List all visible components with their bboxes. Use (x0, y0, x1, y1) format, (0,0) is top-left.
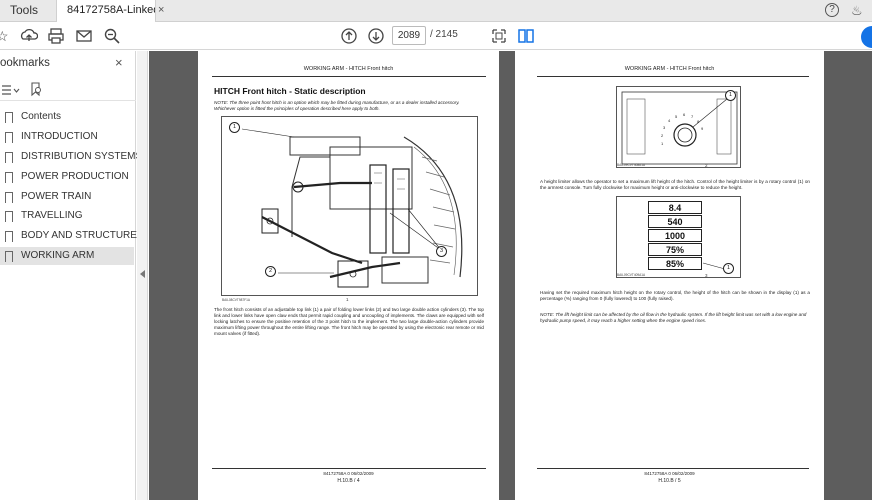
bookmark-power-train[interactable]: POWER TRAIN (0, 188, 134, 206)
figure-id: BAIL08CVT987F1A (222, 298, 250, 302)
share-button[interactable] (861, 26, 872, 48)
bookmark-options-icon[interactable] (0, 83, 22, 97)
callout-1: 1 (725, 90, 736, 101)
display-value-3: 1000 (648, 229, 702, 242)
footer-code: 84172758A 0 06/02/2009 (644, 471, 695, 476)
header-rule (537, 76, 809, 77)
svg-text:8: 8 (697, 119, 700, 124)
footer-page: H.10.B / 4 (337, 478, 360, 484)
fit-page-icon[interactable] (490, 27, 508, 45)
figure-id: BAIL09CVT409A1A (617, 273, 646, 277)
display-value-1: 8.4 (648, 201, 702, 214)
display-value-2: 540 (648, 215, 702, 228)
section-title: HITCH Front hitch - Static description (214, 86, 366, 96)
bookmarks-toolbar (0, 79, 136, 101)
zoom-search-icon[interactable] (103, 27, 121, 45)
bookmarks-title: ookmarks (0, 57, 50, 69)
body-paragraph-2: Having set the required maximum hitch he… (540, 290, 810, 301)
header-rule (212, 76, 486, 77)
bookmark-contents[interactable]: Contents (0, 108, 134, 126)
document-viewport[interactable]: WORKING ARM - HITCH Front hitch HITCH Fr… (149, 51, 872, 500)
figure-number: 2 (705, 163, 708, 168)
email-icon[interactable] (75, 27, 93, 45)
bookmark-icon (5, 251, 13, 262)
bookmark-icon (5, 172, 13, 183)
collapse-panel-icon[interactable] (140, 270, 145, 278)
upload-icon[interactable] (20, 27, 38, 45)
callout-2: 2 (265, 266, 276, 277)
display-leader (702, 262, 726, 270)
footer-rule (537, 468, 809, 469)
figure-number: 3 (705, 273, 708, 278)
svg-text:4: 4 (668, 118, 671, 123)
bookmark-icon (5, 112, 13, 123)
svg-text:5: 5 (675, 114, 678, 119)
find-bookmark-icon[interactable] (28, 81, 44, 97)
svg-text:7: 7 (691, 114, 694, 119)
svg-text:9: 9 (701, 126, 704, 131)
two-page-view-icon[interactable] (517, 27, 535, 45)
bookmark-power-production[interactable]: POWER PRODUCTION (0, 168, 134, 186)
next-page-icon[interactable] (367, 27, 385, 45)
callout-1: 1 (229, 122, 240, 133)
tab-bar: Tools 84172758A-Linked ... × ? ♨ (0, 0, 872, 22)
footer-page: H.10.B / 5 (658, 478, 681, 484)
height-display-figure: 8.4 540 1000 75% 85% 1 (616, 196, 741, 278)
notification-bell-icon[interactable]: ♨ (851, 3, 863, 18)
previous-page-icon[interactable] (340, 27, 358, 45)
page-number-input[interactable]: 2089 (392, 26, 426, 45)
svg-text:2: 2 (661, 133, 664, 138)
bookmark-introduction[interactable]: INTRODUCTION (0, 128, 134, 146)
page-left: WORKING ARM - HITCH Front hitch HITCH Fr… (198, 51, 499, 500)
figure-id: BAIL09CVT408A1A (617, 163, 646, 167)
print-icon[interactable] (47, 27, 65, 45)
callout-3: 3 (436, 246, 447, 257)
display-value-5: 85% (648, 257, 702, 270)
front-hitch-figure: 1 2 3 (221, 116, 478, 296)
bookmark-travelling[interactable]: TRAVELLING (0, 207, 134, 225)
front-hitch-drawing (241, 128, 463, 288)
bookmarks-panel: ookmarks × Contents INTRODUCTION DISTRIB… (0, 51, 142, 500)
bookmark-body-and-structure[interactable]: BODY AND STRUCTURE (0, 227, 137, 245)
display-value-4: 75% (648, 243, 702, 256)
page-header: WORKING ARM - HITCH Front hitch (303, 66, 394, 72)
footer-rule (212, 468, 486, 469)
help-icon[interactable]: ? (825, 3, 839, 17)
page-total: / 2145 (430, 29, 458, 40)
tab-close-icon[interactable]: × (158, 4, 165, 16)
svg-text:6: 6 (683, 112, 686, 117)
toolbar (0, 22, 872, 50)
callout-1: 1 (723, 263, 734, 274)
bookmark-distribution-systems[interactable]: DISTRIBUTION SYSTEMS (0, 148, 142, 166)
figure-number: 1 (346, 297, 349, 302)
bookmark-icon (5, 211, 13, 222)
bookmark-icon (5, 132, 13, 143)
body-paragraph-1: A height limiter allows the operator to … (540, 179, 810, 190)
tab-document[interactable]: 84172758A-Linked ... (56, 0, 156, 22)
close-panel-icon[interactable]: × (115, 55, 123, 70)
bookmark-icon (5, 231, 13, 242)
bookmark-icon (5, 192, 13, 203)
note-text: NOTE: The three point front hitch is an … (214, 100, 460, 111)
svg-text:1: 1 (661, 141, 664, 146)
tab-tools[interactable]: Tools (10, 3, 39, 17)
page-header: WORKING ARM - HITCH Front hitch (624, 66, 715, 72)
bookmark-icon (5, 152, 13, 163)
star-icon[interactable]: ☆ (0, 28, 9, 44)
footer-code: 84172758A 0 06/02/2009 (323, 471, 374, 476)
note-text: NOTE: The lift height limit can be affec… (540, 312, 807, 323)
body-paragraph: The front hitch consists of an adjustabl… (214, 307, 484, 336)
bookmark-working-arm[interactable]: WORKING ARM (0, 247, 134, 265)
svg-text:3: 3 (663, 125, 666, 130)
